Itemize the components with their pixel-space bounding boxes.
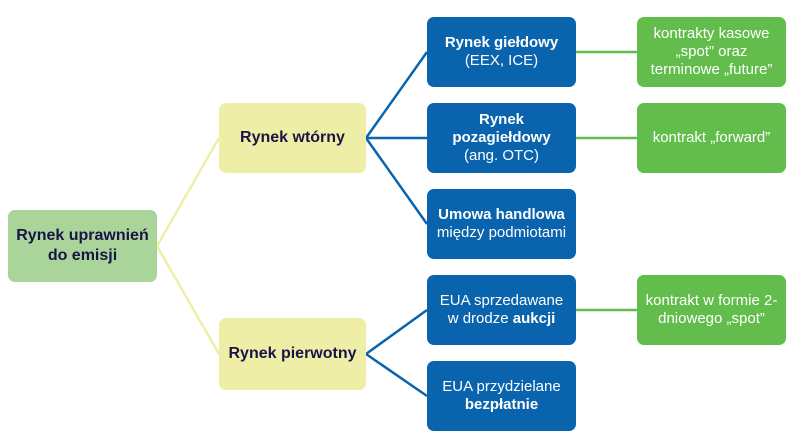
level3-connectors (576, 50, 637, 312)
node-label-bold: Rynek pozagiełdowy (452, 111, 551, 146)
link-primary-free (365, 352, 428, 398)
level2-connectors (364, 51, 429, 398)
node-label: między podmiotami (436, 224, 567, 241)
node-two-day-spot: kontrakt w formie 2-dniowego „spot” (637, 275, 786, 345)
link-primary-auction (365, 308, 428, 356)
node-label: Rynek wtórny (240, 129, 345, 146)
link-root-secondary (155, 137, 221, 247)
link-secondary-exchange (364, 51, 429, 139)
node-label: EUA sprzedawane w drodze (439, 292, 564, 327)
node-trade-agreement: Umowa handlowa między podmiotami (427, 189, 576, 259)
node-label-bold: Umowa handlowa (438, 206, 565, 223)
node-label: kontrakt w formie 2-dniowego „spot” (645, 292, 778, 327)
node-primary-market: Rynek pierwotny (219, 318, 366, 390)
node-label-bold: Rynek giełdowy (444, 34, 559, 51)
link-root-primary (155, 245, 221, 355)
node-label: (EEX, ICE) (464, 52, 539, 69)
link-secondary-agreement (364, 137, 429, 225)
node-root-emission-market: Rynek uprawnień do emisji (8, 210, 157, 282)
node-spot-future-contracts: kontrakty kasowe „spot” oraz terminowe „… (637, 17, 786, 87)
node-label: kontrakty kasowe „spot” oraz terminowe „… (650, 25, 773, 78)
node-label: Rynek uprawnień do emisji (16, 227, 149, 264)
root-connectors (155, 137, 221, 355)
node-forward-contract: kontrakt „forward” (637, 103, 786, 173)
node-label-bold: bezpłatnie (464, 396, 539, 413)
node-label: kontrakt „forward” (652, 129, 771, 146)
node-label-bold: aukcji (512, 310, 556, 327)
node-secondary-market: Rynek wtórny (219, 103, 366, 173)
node-auction-eua: EUA sprzedawane w drodze aukcji (427, 275, 576, 345)
node-label: EUA przydzielane (442, 378, 561, 395)
node-otc-market: Rynek pozagiełdowy (ang. OTC) (427, 103, 576, 173)
node-label: Rynek pierwotny (228, 345, 357, 362)
node-label: (ang. OTC) (463, 147, 539, 164)
node-exchange-market: Rynek giełdowy (EEX, ICE) (427, 17, 576, 87)
node-free-eua: EUA przydzielane bezpłatnie (427, 361, 576, 431)
